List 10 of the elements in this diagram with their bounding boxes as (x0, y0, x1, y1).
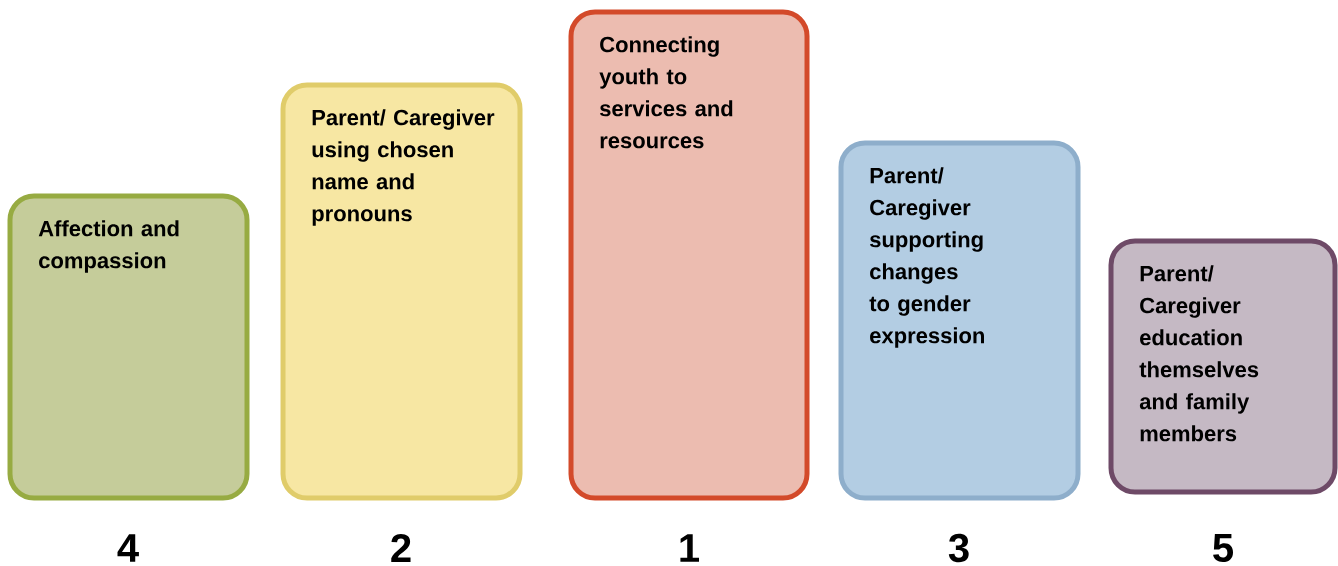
ranked-box: Connecting youth to services and resources (568, 9, 810, 501)
ranked-box: Parent/ Caregiver using chosen name and pronouns (280, 82, 523, 501)
rank-number: 4 (117, 534, 139, 562)
rank-number: 2 (391, 534, 411, 562)
ranked-box: Parent/ Caregiver education themselves and family members (1108, 238, 1338, 495)
ranked-box: Parent/ Caregiver supporting changes to gender expression (838, 140, 1081, 501)
rank-number: 3 (948, 533, 969, 563)
rank-number: 5 (1213, 534, 1233, 562)
rank-number: 1 (680, 534, 699, 562)
ranked-box: Affection and compassion (7, 193, 250, 501)
